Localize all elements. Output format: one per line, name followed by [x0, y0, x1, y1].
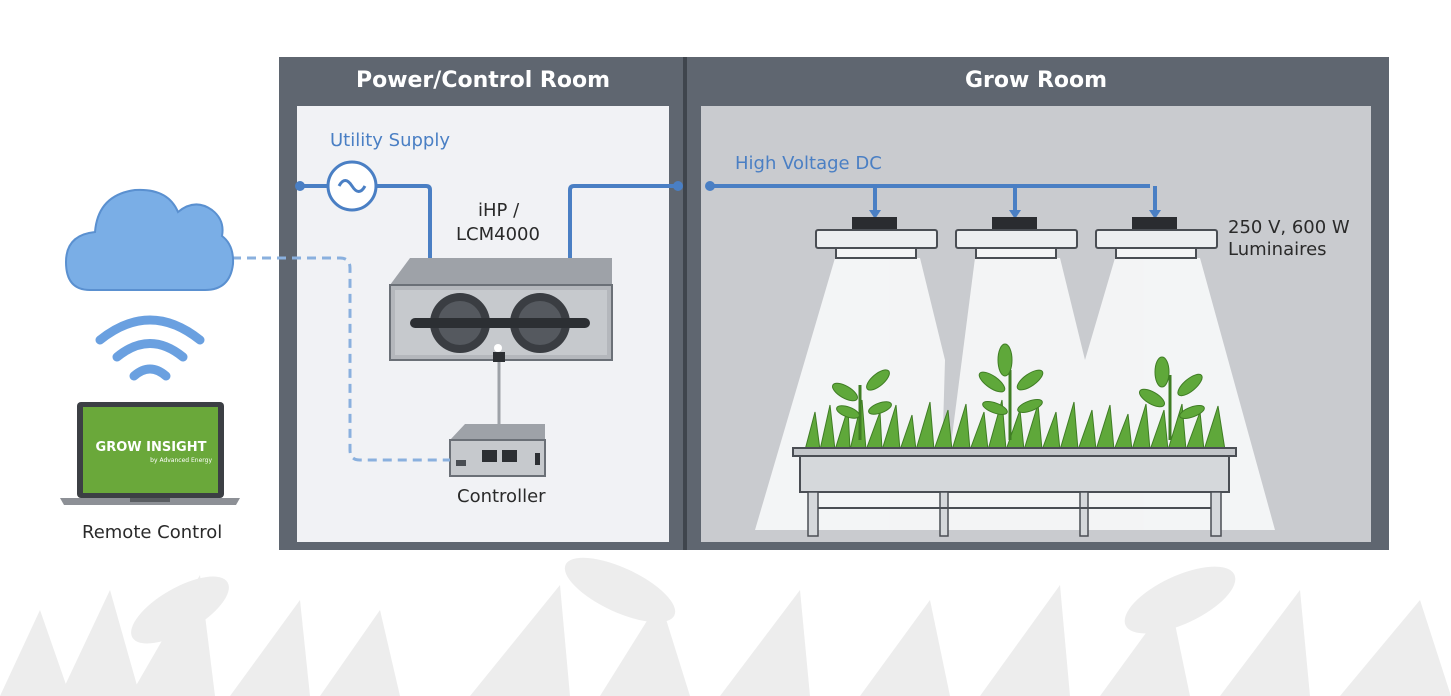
controller-label: Controller — [457, 486, 546, 507]
luminaires-label-line2: Luminaires — [1228, 239, 1327, 260]
background-foliage — [0, 557, 1451, 696]
laptop-icon — [60, 402, 240, 505]
device-label-line2: LCM4000 — [456, 224, 540, 245]
laptop-brand: GROW INSIGHT — [95, 440, 207, 455]
controller-icon — [449, 424, 546, 477]
luminaire-icon — [815, 217, 938, 259]
luminaire-icon — [955, 217, 1078, 259]
utility-supply-label: Utility Supply — [330, 130, 451, 151]
high-voltage-label: High Voltage DC — [735, 153, 882, 174]
power-supply-icon — [389, 258, 613, 362]
laptop-byline: by Advanced Energy — [150, 457, 212, 464]
wifi-icon — [95, 315, 205, 381]
cloud-icon — [64, 188, 235, 291]
high-voltage-bus — [568, 184, 1157, 258]
room-divider — [683, 57, 687, 550]
luminaires-label-line1: 250 V, 600 W — [1228, 217, 1350, 238]
power-room-title: Power/Control Room — [355, 68, 611, 93]
utility-wire — [300, 184, 432, 258]
grow-table — [792, 447, 1237, 537]
device-label-line1: iHP / — [478, 200, 520, 221]
plant-icon — [804, 343, 1226, 451]
luminaire-icon — [1095, 217, 1218, 259]
grow-room-title: Grow Room — [964, 68, 1108, 93]
network-link — [232, 256, 450, 462]
remote-control-label: Remote Control — [82, 522, 223, 543]
ac-source-icon — [326, 160, 378, 212]
